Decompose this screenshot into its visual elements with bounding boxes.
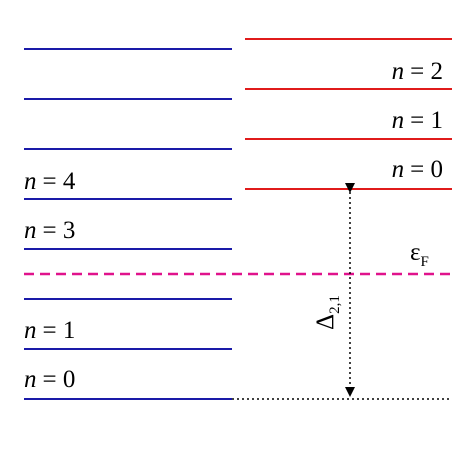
gap-label: Δ2,1 — [312, 295, 343, 330]
left-label-n4: n= 4 — [24, 168, 76, 195]
right-label-n2: n= 2 — [392, 58, 443, 85]
left-label-n0: n= 0 — [24, 366, 75, 393]
left-label-n1: n= 1 — [24, 317, 75, 344]
right-label-n1: n= 1 — [392, 107, 443, 134]
left-label-n3: n= 3 — [24, 217, 75, 244]
left-levels — [24, 48, 232, 400]
right-label-n0: n= 0 — [392, 156, 443, 183]
fermi-energy-label: εF — [410, 239, 429, 270]
